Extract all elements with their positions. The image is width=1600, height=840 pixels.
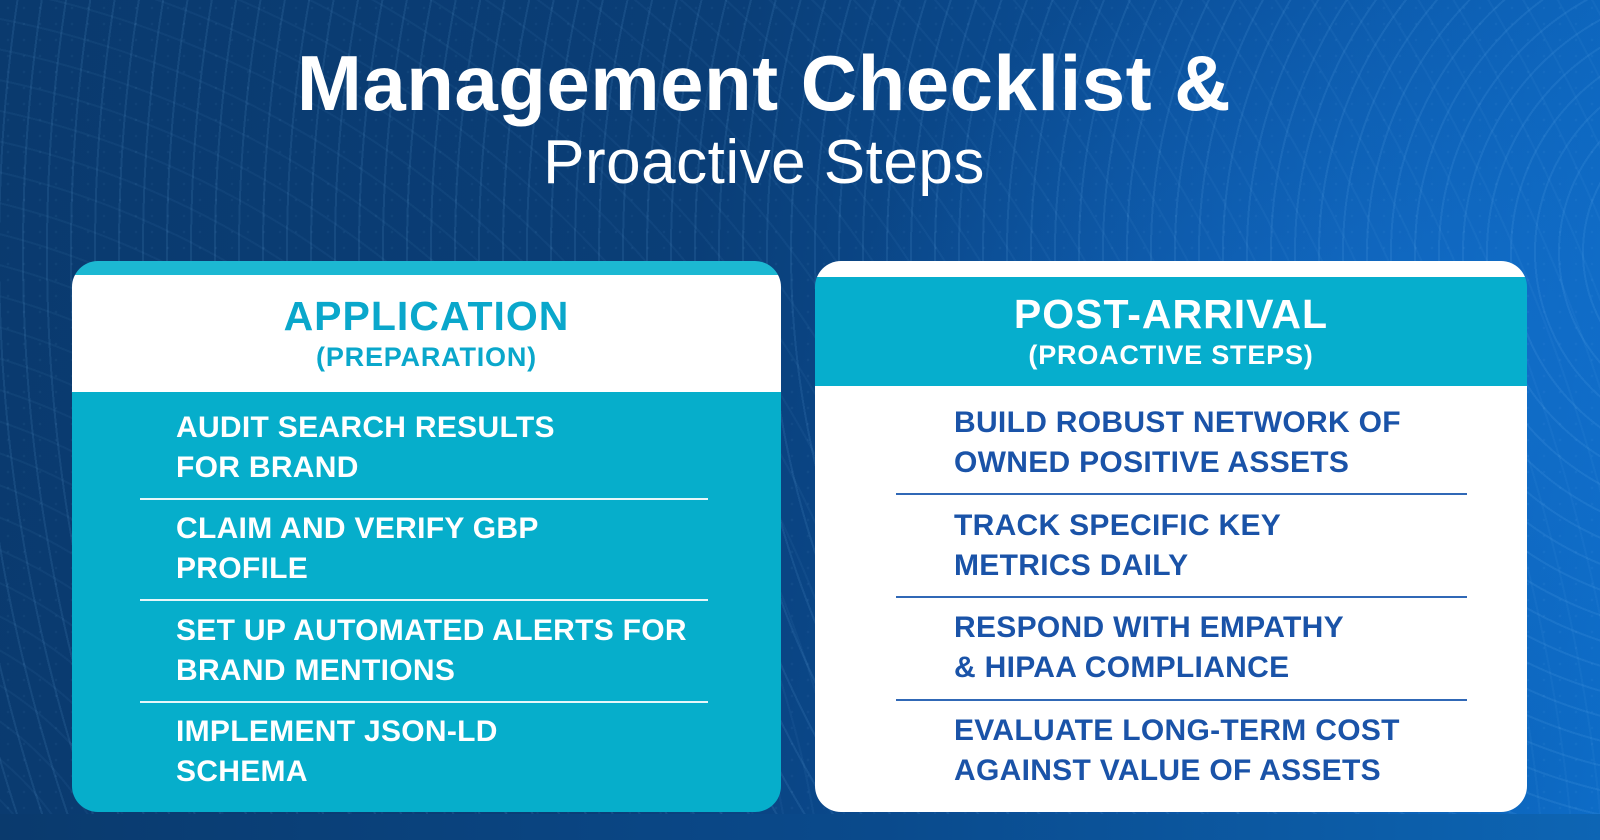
checklist-item: AUDIT SEARCH RESULTS FOR BRAND <box>72 408 781 488</box>
checklist-item-line: & HIPAA COMPLIANCE <box>954 651 1290 685</box>
checklist-item: RESPOND WITH EMPATHY & HIPAA COMPLIANCE <box>815 608 1527 688</box>
card-post-arrival-subtitle: (PROACTIVE STEPS) <box>1028 340 1314 370</box>
card-application-title: APPLICATION <box>283 293 570 339</box>
page-title: Management Checklist & Proactive Steps <box>0 44 1600 194</box>
item-divider <box>140 497 708 500</box>
checklist-item-line: RESPOND WITH EMPATHY <box>954 611 1344 645</box>
checklist-item: BUILD ROBUST NETWORK OF OWNED POSITIVE A… <box>815 403 1527 483</box>
card-application-header: APPLICATION (PREPARATION) <box>72 275 781 392</box>
card-application-top-strip <box>72 261 781 275</box>
checklist-item: EVALUATE LONG-TERM COST AGAINST VALUE OF… <box>815 711 1527 791</box>
checklist-item-line: FOR BRAND <box>176 450 359 484</box>
footer-band <box>0 814 1600 840</box>
checklist-item-line: PROFILE <box>176 552 309 586</box>
title-line-1: Management Checklist & <box>296 39 1232 127</box>
item-divider <box>896 699 1467 701</box>
item-divider <box>896 493 1467 495</box>
card-application: APPLICATION (PREPARATION) AUDIT SEARCH R… <box>72 261 781 812</box>
checklist-item-line: EVALUATE LONG-TERM COST <box>954 714 1400 748</box>
checklist-item-line: IMPLEMENT JSON-LD <box>176 715 498 749</box>
item-divider <box>896 596 1467 598</box>
card-post-arrival-body: BUILD ROBUST NETWORK OF OWNED POSITIVE A… <box>815 386 1527 812</box>
checklist-item-line: TRACK SPECIFIC KEY <box>954 508 1282 542</box>
checklist-item-line: CLAIM AND VERIFY GBP <box>176 512 539 546</box>
card-post-arrival-header: POST-ARRIVAL (PROACTIVE STEPS) <box>815 277 1527 386</box>
card-application-body: AUDIT SEARCH RESULTS FOR BRAND CLAIM AND… <box>72 392 781 812</box>
checklist-item-line: BUILD ROBUST NETWORK OF <box>954 405 1401 439</box>
checklist-item-line: AUDIT SEARCH RESULTS <box>176 410 555 444</box>
checklist-item-line: METRICS DAILY <box>954 548 1189 582</box>
card-application-subtitle: (PREPARATION) <box>316 342 537 372</box>
card-post-arrival: POST-ARRIVAL (PROACTIVE STEPS) BUILD ROB… <box>815 261 1527 812</box>
checklist-item-line: SCHEMA <box>176 755 308 789</box>
checklist-item: IMPLEMENT JSON-LD SCHEMA <box>72 712 781 792</box>
item-divider <box>140 599 708 601</box>
checklist-item: TRACK SPECIFIC KEY METRICS DAILY <box>815 506 1527 586</box>
card-post-arrival-title: POST-ARRIVAL <box>1013 291 1329 337</box>
checklist-item-line: OWNED POSITIVE ASSETS <box>954 445 1350 479</box>
checklist-item: SET UP AUTOMATED ALERTS FOR BRAND MENTIO… <box>72 611 781 691</box>
title-line-2: Proactive Steps <box>543 128 985 197</box>
checklist-item-line: AGAINST VALUE OF ASSETS <box>954 754 1381 788</box>
checklist-item-line: BRAND MENTIONS <box>176 653 456 687</box>
item-divider <box>140 700 708 703</box>
card-post-arrival-top-strip <box>815 261 1527 277</box>
checklist-item: CLAIM AND VERIFY GBP PROFILE <box>72 509 781 589</box>
checklist-item-line: SET UP AUTOMATED ALERTS FOR <box>176 613 687 647</box>
